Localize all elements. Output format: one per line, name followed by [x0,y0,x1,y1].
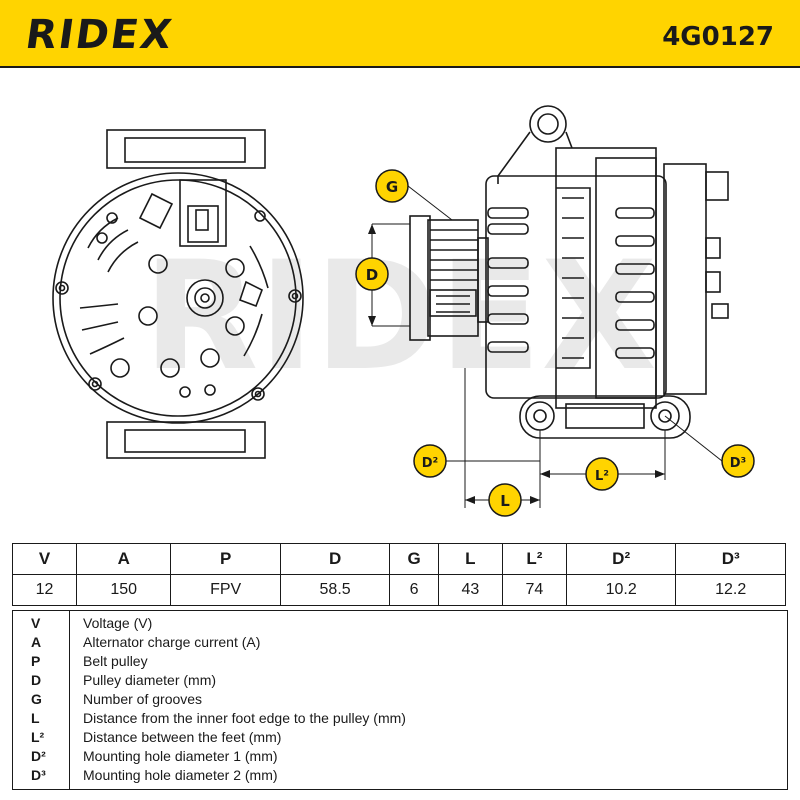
legend-desc: Belt pulley [83,653,148,669]
spec-table: V A P D G L L² D² D³ 12 150 FPV 58.5 6 4… [11,543,786,606]
legend-desc: Pulley diameter (mm) [83,672,217,688]
callout-l-label: L [500,492,510,510]
spec-header: D³ [675,543,786,575]
legend-desc: Mounting hole diameter 1 (mm) [83,748,278,764]
spec-value: 74 [501,574,567,606]
callout-l2: L² [585,457,619,491]
callout-g-label: G [386,178,398,196]
spec-value: 150 [76,574,172,606]
legend-desc: Distance from the inner foot edge to the… [83,710,406,726]
spec-header: D² [565,543,677,575]
spec-value: 58.5 [279,574,391,606]
spec-value-row: 12 150 FPV 58.5 6 43 74 10.2 12.2 [11,574,786,606]
spec-header-row: V A P D G L L² D² D³ [11,543,786,575]
callout-g: G [375,169,409,203]
alternator-drawing: RIDEX [52,105,755,517]
legend-desc: Distance between the feet (mm) [83,729,282,745]
legend-row: P Belt pulley [13,653,787,671]
legend-desc: Mounting hole diameter 2 (mm) [83,767,278,783]
legend-key: D³ [31,767,46,783]
spec-value: 6 [389,574,439,606]
part-number: 4G0127 [662,22,774,52]
dimension-arrows [368,224,665,504]
legend-key: L² [31,729,45,745]
spec-value: 43 [437,574,503,606]
spec-value: 12 [11,574,78,606]
legend-key: D [31,672,42,688]
brand-logo: RIDEX [22,12,177,58]
legend-desc: Voltage (V) [83,615,153,631]
spec-header: L² [501,543,567,575]
legend-row: D Pulley diameter (mm) [13,672,787,690]
spec-value: FPV [170,574,281,606]
legend-row: L² Distance between the feet (mm) [13,729,787,747]
legend-desc: Number of grooves [83,691,203,707]
spec-header: G [389,543,439,575]
legend-key: P [31,653,41,669]
callout-l2-label: L² [595,469,609,484]
callout-d: D [355,257,389,291]
front-view [52,129,304,459]
legend-divider [69,611,70,789]
legend-row: A Alternator charge current (A) [13,634,787,652]
legend-row: L Distance from the inner foot edge to t… [13,710,787,728]
callout-d3-label: D³ [730,456,747,471]
callout-d-label: D [366,266,378,284]
watermark: RIDEX [143,230,657,404]
legend-row: D² Mounting hole diameter 1 (mm) [13,748,787,766]
legend-row: D³ Mounting hole diameter 2 (mm) [13,767,787,785]
side-view [409,105,729,439]
legend-row: V Voltage (V) [13,615,787,633]
legend-desc: Alternator charge current (A) [83,634,261,650]
legend-row: G Number of grooves [13,691,787,709]
callout-d2-label: D² [422,456,439,471]
legend-key: G [31,691,42,707]
spec-header: P [170,543,281,575]
spec-value: 10.2 [565,574,677,606]
spec-header: L [437,543,503,575]
spec-header: A [76,543,172,575]
callout-l: L [488,483,522,517]
callout-d3: D³ [721,444,755,478]
legend-key: D² [31,748,46,764]
spec-value: 12.2 [675,574,786,606]
legend-key: A [31,634,42,650]
header-bar: RIDEX 4G0127 [0,0,800,68]
legend-key: V [31,615,41,631]
spec-header: D [279,543,391,575]
legend: V Voltage (V) A Alternator charge curren… [12,610,788,790]
legend-key: L [31,710,40,726]
spec-header: V [11,543,78,575]
callout-d2: D² [413,444,447,478]
